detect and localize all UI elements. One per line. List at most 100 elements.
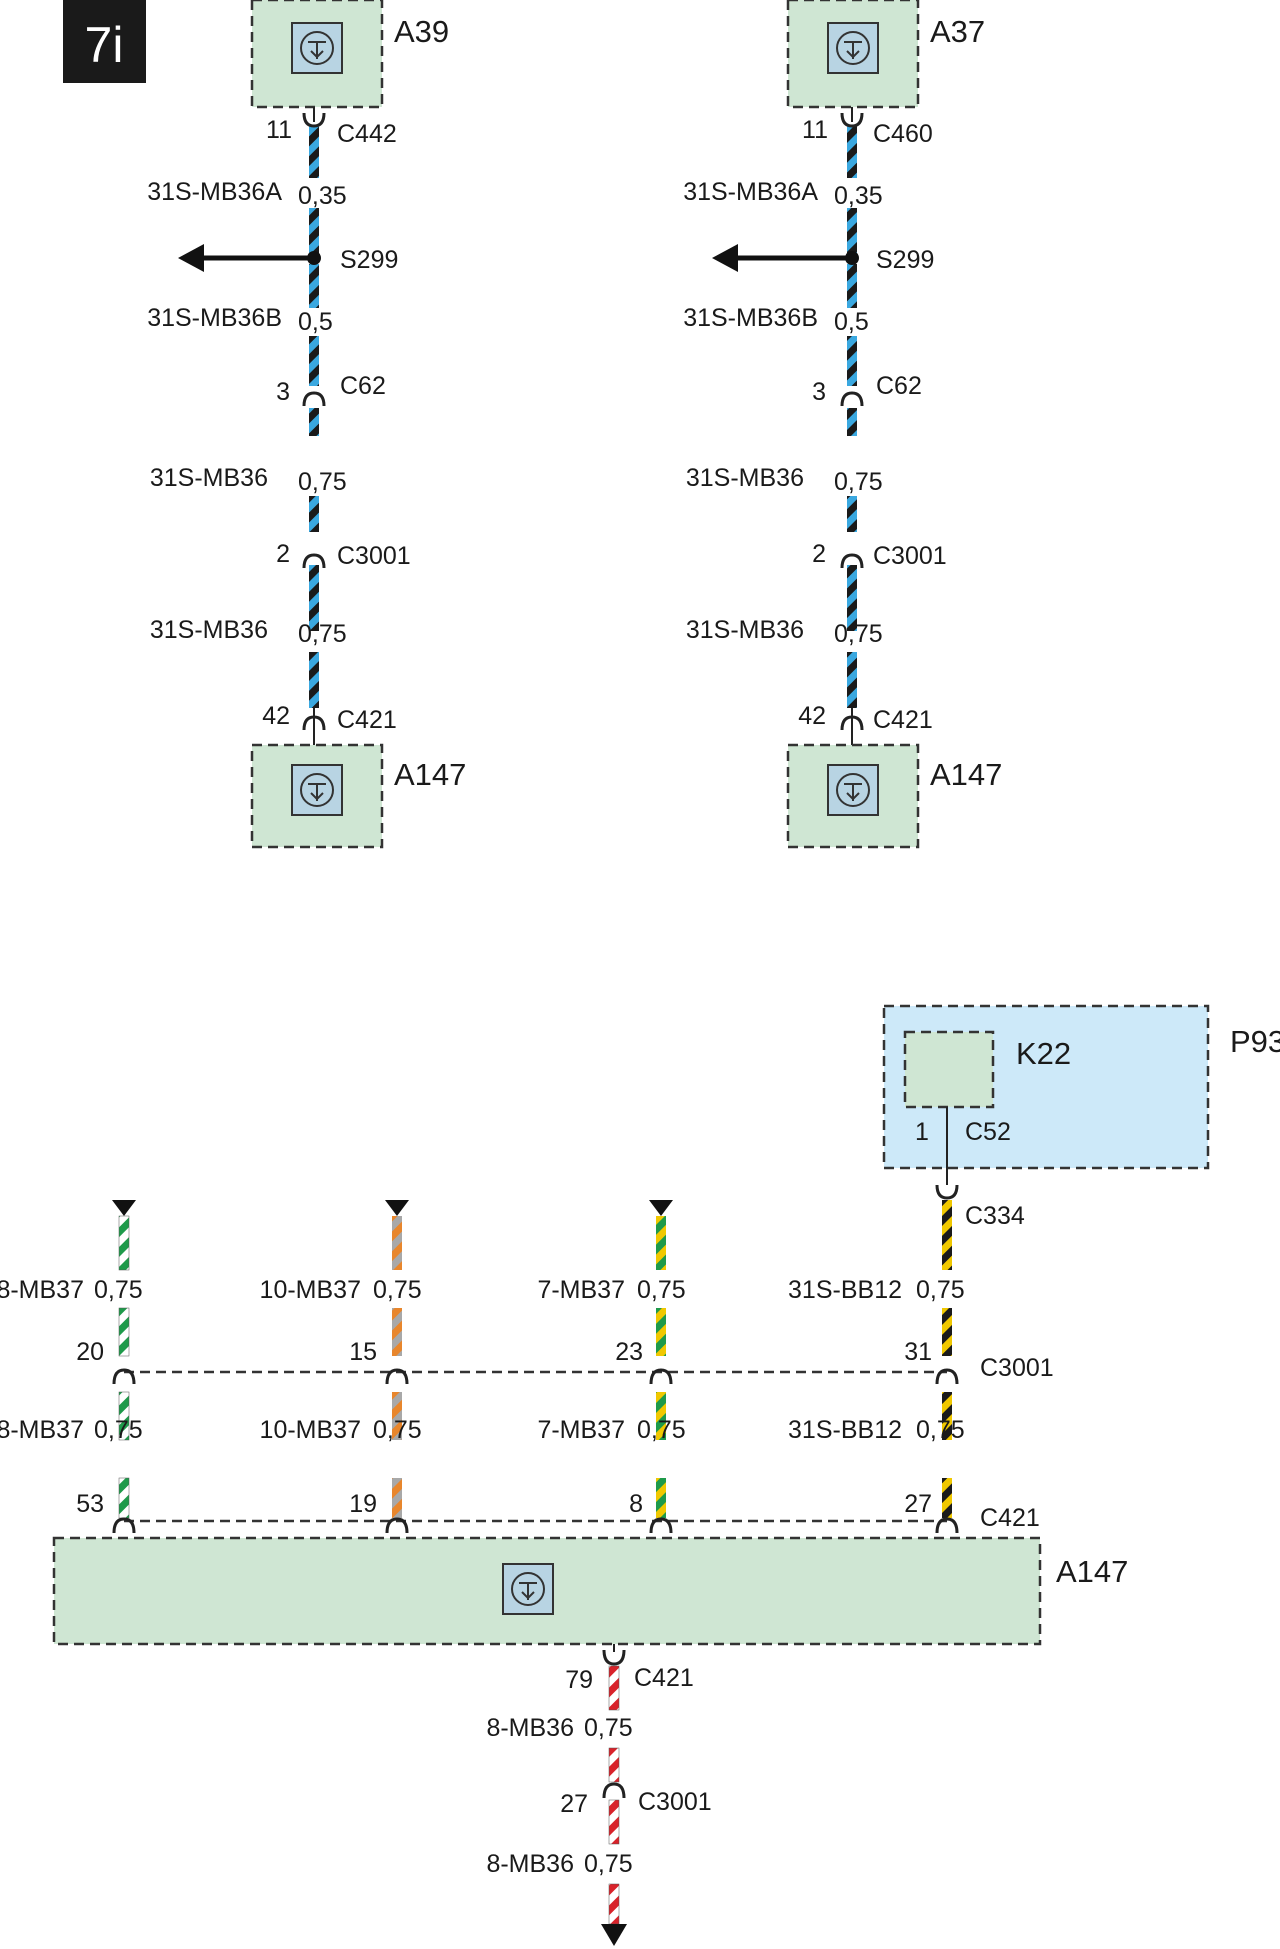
wire-segment <box>847 126 857 178</box>
splice-label: S299 <box>340 246 398 274</box>
wire-name: 7-MB37 <box>537 1416 625 1444</box>
arrow-down-icon <box>601 1924 627 1946</box>
module-label-top: A37 <box>930 14 985 49</box>
wire-size: 0,75 <box>584 1714 633 1742</box>
pin-label: 20 <box>76 1338 104 1366</box>
wire-size: 0,75 <box>373 1416 422 1444</box>
wire-size: 0,75 <box>94 1276 143 1304</box>
wire-segment <box>309 565 319 631</box>
pin-label: 15 <box>349 1338 377 1366</box>
connector-label: C442 <box>337 120 397 148</box>
bottom-section: P93 K22 1 C52 C334 8-MB37 0,75 1 <box>0 1004 1280 1946</box>
connector-label: C3001 <box>873 542 947 570</box>
wire-segment <box>608 1799 620 1845</box>
wire-segment <box>847 208 857 254</box>
wire-name: 8-MB37 <box>0 1416 84 1444</box>
connector-c460-icon <box>840 112 864 128</box>
wire-name: 31S-MB36 <box>686 464 804 492</box>
wire-name: 31S-MB36A <box>147 178 282 206</box>
arrow-left-icon <box>712 244 738 272</box>
wire-segment <box>942 1478 952 1518</box>
wire-size: 0,75 <box>373 1276 422 1304</box>
wire-segment <box>309 496 319 532</box>
wire-segment <box>392 1392 402 1440</box>
pin-label: 11 <box>266 116 292 144</box>
connector-pin-icon <box>935 1368 959 1385</box>
wire-segment <box>847 336 857 386</box>
wire-segment <box>942 1200 952 1270</box>
wire-name: 31S-BB12 <box>788 1276 902 1304</box>
module-label-bottom: A147 <box>930 757 1002 792</box>
ecu-icon <box>827 22 879 74</box>
connector-c421-icon <box>302 715 326 731</box>
module-label-bottom: A147 <box>394 757 466 792</box>
connector-pin-icon <box>112 1517 136 1534</box>
ecu-icon <box>502 1563 554 1615</box>
wire-name: 8-MB36 <box>486 1850 574 1878</box>
pin-label: 79 <box>565 1666 593 1694</box>
wire-segment <box>656 1392 666 1440</box>
pin-label: 23 <box>615 1338 643 1366</box>
wire-segment <box>309 264 319 308</box>
connector-pin-icon <box>112 1368 136 1385</box>
connector-c334-icon <box>935 1184 959 1200</box>
connector-pin-icon <box>935 1517 959 1534</box>
relay-pin: 1 <box>915 1118 929 1146</box>
pin-label: 42 <box>798 702 826 730</box>
splice-label: S299 <box>876 246 934 274</box>
ecu-icon <box>827 764 879 816</box>
pin-label: 3 <box>812 378 826 406</box>
ecu-icon <box>291 22 343 74</box>
pcb-label: P93 <box>1230 1024 1280 1059</box>
wire-name: 7-MB37 <box>537 1276 625 1304</box>
wire-segment <box>608 1665 620 1711</box>
wire-segment <box>392 1216 402 1270</box>
connector-label: C460 <box>873 120 933 148</box>
wire-size: 0,75 <box>637 1276 686 1304</box>
connector-label: C3001 <box>337 542 411 570</box>
wire-size: 0,75 <box>637 1416 686 1444</box>
arrow-left-icon <box>178 244 204 272</box>
connector-label: C62 <box>876 372 922 400</box>
circuit-right: A37 11 C460 31S-MB36A 0,35 S299 31S-MB36… <box>683 0 1002 849</box>
connector-c62-icon <box>840 391 864 407</box>
wire-segment <box>309 208 319 254</box>
wire-name: 8-MB36 <box>486 1714 574 1742</box>
wire-segment <box>656 1308 666 1356</box>
wire-segment <box>847 408 857 436</box>
wire-segment <box>608 1747 620 1783</box>
wire-size: 0,75 <box>94 1416 143 1444</box>
pin-label: 2 <box>812 540 826 568</box>
wire-segment <box>847 496 857 532</box>
wire-size: 0,75 <box>834 468 883 496</box>
connector-pin-icon <box>385 1368 409 1385</box>
module-label: A147 <box>1056 1554 1128 1589</box>
wire-size: 0,75 <box>584 1850 633 1878</box>
wire-size: 0,75 <box>916 1276 965 1304</box>
page-badge: 7i <box>85 17 124 73</box>
wire-size: 0,5 <box>834 308 869 336</box>
wire-segment <box>847 652 857 708</box>
connector-label: C3001 <box>980 1354 1054 1382</box>
wire-segment <box>656 1478 666 1518</box>
wire-size: 0,35 <box>298 182 347 210</box>
connector-pin-icon <box>649 1368 673 1385</box>
pin-label: 31 <box>904 1338 932 1366</box>
connector-label: C3001 <box>638 1788 712 1816</box>
connector-label: C421 <box>980 1504 1040 1532</box>
wire-name: 8-MB37 <box>0 1276 84 1304</box>
wire-name: 31S-MB36B <box>147 304 282 332</box>
connector-c3001-icon <box>840 553 864 569</box>
wire-segment <box>309 408 319 436</box>
wire-segment <box>118 1391 130 1441</box>
wire-segment <box>847 565 857 631</box>
wire-segment <box>309 126 319 178</box>
pin-label: 11 <box>802 116 828 144</box>
wire-segment <box>942 1308 952 1356</box>
connector-label: C62 <box>340 372 386 400</box>
wire-segment <box>847 264 857 308</box>
pin-label: 27 <box>560 1790 588 1818</box>
connector-pin-icon <box>385 1517 409 1534</box>
ecu-icon <box>291 764 343 816</box>
